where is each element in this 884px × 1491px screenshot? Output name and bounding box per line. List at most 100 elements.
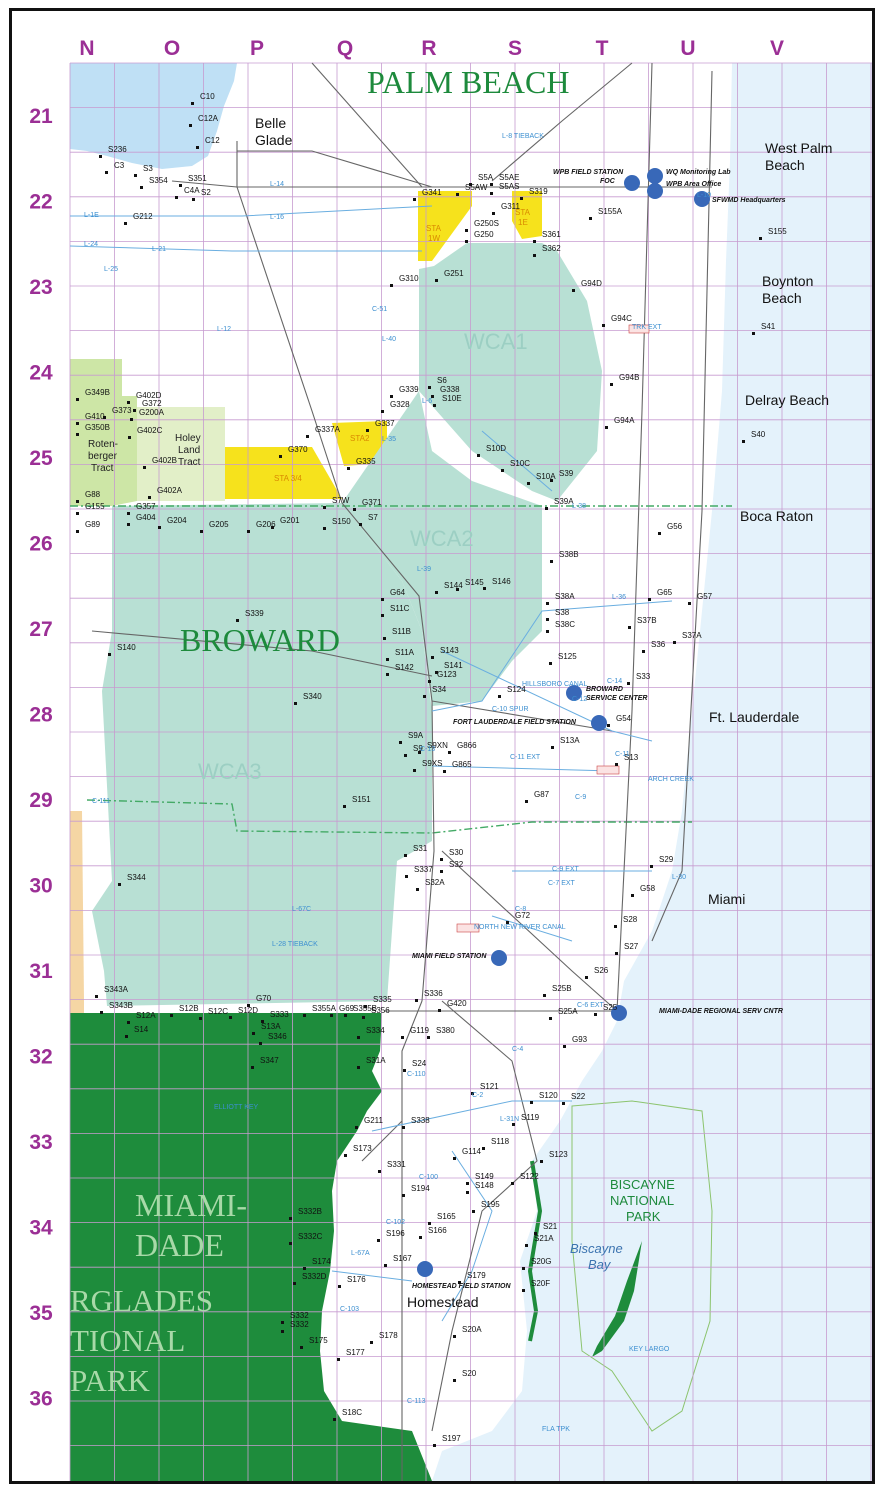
site-s38[interactable]: S38 <box>546 608 570 621</box>
site-g404[interactable]: G404 <box>127 513 156 526</box>
site-s332c[interactable]: S332C <box>289 1232 323 1245</box>
site-g310[interactable]: G310 <box>390 274 419 287</box>
site-s20f[interactable]: S20F <box>522 1279 550 1292</box>
site-s178[interactable]: S178 <box>370 1331 398 1344</box>
site-s335[interactable]: S335 <box>364 995 392 1008</box>
site-g64[interactable]: G64 <box>381 588 406 601</box>
site-s25a[interactable]: S25A <box>549 1007 578 1020</box>
site-g123[interactable]: G123 <box>428 670 457 683</box>
site-s331[interactable]: S331 <box>378 1160 406 1173</box>
site-s125[interactable]: S125 <box>549 652 577 665</box>
site-s120[interactable]: S120 <box>530 1091 558 1104</box>
site-s38a[interactable]: S38A <box>546 592 575 605</box>
site-g211[interactable]: G211 <box>355 1116 384 1129</box>
site-s14[interactable]: S14 <box>125 1025 149 1038</box>
site-g402a[interactable]: G402A <box>148 486 183 499</box>
site-s6[interactable]: S6 <box>428 376 447 389</box>
site-s179[interactable]: S179 <box>458 1271 486 1284</box>
site-g93[interactable]: G93 <box>563 1035 588 1048</box>
site-g350b[interactable]: G350B <box>76 423 110 436</box>
site-g94c[interactable]: G94C <box>602 314 632 327</box>
site-g87[interactable]: G87 <box>525 790 550 803</box>
site-g338[interactable]: G338 <box>431 385 460 398</box>
site-s145[interactable]: S145 <box>456 578 484 591</box>
site-s28[interactable]: S28 <box>614 915 638 928</box>
site-s380[interactable]: S380 <box>427 1026 455 1039</box>
site-s122[interactable]: S122 <box>511 1172 539 1185</box>
site-s141[interactable]: S141 <box>435 661 463 674</box>
site-g357[interactable]: G357 <box>127 502 156 515</box>
site-c3[interactable]: C3 <box>105 161 125 174</box>
site-s196[interactable]: S196 <box>377 1229 405 1242</box>
site-s24[interactable]: S24 <box>403 1059 427 1072</box>
site-c12[interactable]: C12 <box>196 136 220 149</box>
site-g341[interactable]: G341 <box>413 188 442 201</box>
site-s7w[interactable]: S7W <box>323 496 350 509</box>
site-s150[interactable]: S150 <box>323 517 351 530</box>
site-g72[interactable]: G72 <box>506 911 531 924</box>
site-s20a[interactable]: S20A <box>453 1325 482 1338</box>
site-g337a[interactable]: G337A <box>306 425 341 438</box>
site-s121[interactable]: S121 <box>471 1082 499 1095</box>
site-s21[interactable]: S21 <box>534 1222 558 1235</box>
site-s32[interactable]: S32 <box>440 860 464 873</box>
site-s12b[interactable]: S12B <box>170 1004 199 1017</box>
site-s2[interactable]: S2 <box>192 188 211 201</box>
site-s5ae[interactable]: S5AE <box>490 173 519 186</box>
site-s12c[interactable]: S12C <box>199 1007 228 1020</box>
site-s155[interactable]: S155 <box>759 227 787 240</box>
site-s355b[interactable]: S355B <box>344 1004 377 1017</box>
site-s343b[interactable]: S343B <box>100 1001 133 1014</box>
site-s334[interactable]: S334 <box>357 1026 385 1039</box>
site-g69[interactable]: G69 <box>330 1004 355 1017</box>
site-c12a[interactable]: C12A <box>189 114 219 127</box>
site-s39a[interactable]: S39A <box>545 497 574 510</box>
site-s356[interactable]: S356 <box>362 1006 390 1019</box>
site-s155a[interactable]: S155A <box>589 207 623 220</box>
site-s10c[interactable]: S10C <box>501 459 530 472</box>
site-g371[interactable]: G371 <box>353 498 382 511</box>
site-s362[interactable]: S362 <box>533 244 561 257</box>
site-s166[interactable]: S166 <box>419 1226 447 1239</box>
site-s9xs[interactable]: S9XS <box>413 759 442 772</box>
site-g337[interactable]: G337 <box>366 419 395 432</box>
site-s7[interactable]: S7 <box>359 513 378 526</box>
site-g201[interactable]: G201 <box>271 516 300 529</box>
site-s13[interactable]: S13 <box>615 753 639 766</box>
site-s33[interactable]: S33 <box>627 672 651 685</box>
site-s5aw[interactable]: S5AW <box>456 183 488 196</box>
site-g251[interactable]: G251 <box>435 269 464 282</box>
site-s25[interactable]: S25 <box>594 1003 618 1016</box>
site-s236[interactable]: S236 <box>99 145 127 158</box>
site-s9a[interactable]: S9A <box>399 731 424 744</box>
site-s13a[interactable]: S13A <box>252 1022 281 1035</box>
site-s343a[interactable]: S343A <box>95 985 129 998</box>
site-s18c[interactable]: S18C <box>333 1408 362 1421</box>
site-s151[interactable]: S151 <box>343 795 371 808</box>
site-g206[interactable]: G206 <box>247 520 276 533</box>
site-g57[interactable]: G57 <box>688 592 713 605</box>
site-g65[interactable]: G65 <box>648 588 673 601</box>
site-s5a[interactable]: S5A <box>469 173 494 186</box>
site-s12d[interactable]: S12D <box>229 1006 258 1019</box>
site-s32a[interactable]: S32A <box>416 878 445 891</box>
site-g205[interactable]: G205 <box>200 520 229 533</box>
site-s173[interactable]: S173 <box>344 1144 372 1157</box>
site-s20g[interactable]: S20G <box>522 1257 551 1270</box>
site-g94b[interactable]: G94B <box>610 373 639 386</box>
site-s195[interactable]: S195 <box>472 1200 500 1213</box>
site-s39[interactable]: S39 <box>550 469 574 482</box>
site-s332[interactable]: S332 <box>281 1320 309 1333</box>
site-s167[interactable]: S167 <box>384 1254 412 1267</box>
site-s31[interactable]: S31 <box>404 844 428 857</box>
site-s176[interactable]: S176 <box>338 1275 366 1288</box>
site-g335[interactable]: G335 <box>347 457 376 470</box>
site-s11b[interactable]: S11B <box>383 627 411 640</box>
site-g54[interactable]: G54 <box>607 714 632 727</box>
site-g865[interactable]: G865 <box>443 760 472 773</box>
site-s31a[interactable]: S31A <box>357 1056 386 1069</box>
site-s26[interactable]: S26 <box>585 966 609 979</box>
site-s10d[interactable]: S10D <box>477 444 506 457</box>
site-s36[interactable]: S36 <box>642 640 666 653</box>
site-s174[interactable]: S174 <box>303 1257 331 1270</box>
